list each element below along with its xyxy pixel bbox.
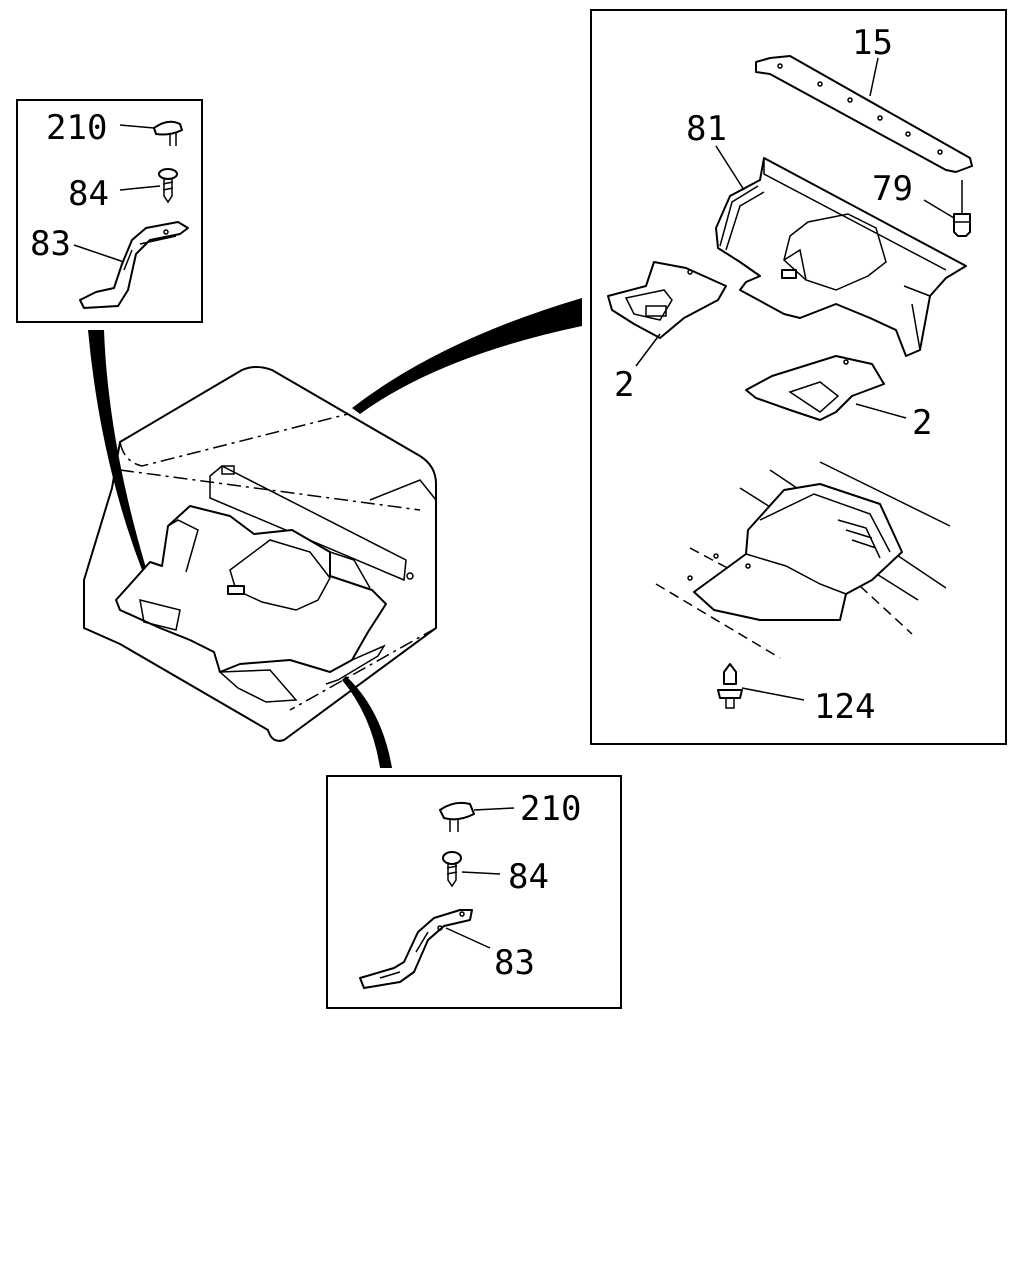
floor-pan-reference (655, 461, 951, 659)
leader-83-upper (73, 244, 125, 263)
callout-84-upper: 84 (68, 174, 109, 214)
floor-mat-81-part (715, 157, 967, 357)
connector-right (352, 298, 582, 414)
callout-15: 15 (852, 23, 893, 63)
fastener-79-part (953, 200, 971, 237)
leader-84-upper (119, 185, 161, 191)
bracket-83-lower-part (359, 909, 473, 989)
leader-2-left (635, 333, 661, 367)
right-inset-frame (590, 9, 1007, 745)
leader-81 (715, 145, 745, 191)
cab-floor-overview (83, 366, 437, 742)
callout-210-lower: 210 (520, 789, 581, 829)
callout-83-lower: 83 (494, 943, 535, 983)
lower-inset: 210 84 83 (326, 775, 622, 1009)
leader-210-upper (119, 124, 155, 129)
connector-lower (342, 676, 392, 768)
leader-210-lower (473, 807, 515, 811)
callout-210-upper: 210 (46, 108, 107, 148)
clip-124-part (717, 663, 743, 709)
leader-15 (869, 57, 879, 97)
callout-2-left: 2 (614, 365, 634, 405)
callout-124: 124 (814, 687, 875, 727)
upper-left-inset: 210 84 83 (16, 99, 203, 323)
screw-84-part (158, 168, 178, 204)
leader-124 (741, 687, 805, 701)
callout-83-upper: 83 (30, 224, 71, 264)
callout-84-lower: 84 (508, 857, 549, 897)
lower-inset-frame (326, 775, 622, 1009)
clip-210-lower-part (439, 801, 475, 832)
callout-2-right: 2 (912, 403, 932, 443)
leader-79 (923, 199, 955, 219)
leader-83-lower (445, 927, 491, 949)
clip-210-part (153, 120, 183, 146)
insulator-2-right-part (745, 355, 885, 421)
upper-left-inset-frame (16, 99, 203, 323)
leader-2-right (855, 403, 907, 419)
bracket-83-part (79, 221, 189, 309)
screw-84-lower-part (442, 851, 462, 888)
connector-upper-left (88, 330, 146, 570)
insulator-2-left-part (607, 261, 727, 339)
callout-81: 81 (686, 109, 727, 149)
callout-79: 79 (872, 169, 913, 209)
leader-84-lower (461, 871, 501, 875)
right-inset: 15 81 79 2 (590, 9, 1007, 745)
panel-15-part (755, 55, 973, 173)
